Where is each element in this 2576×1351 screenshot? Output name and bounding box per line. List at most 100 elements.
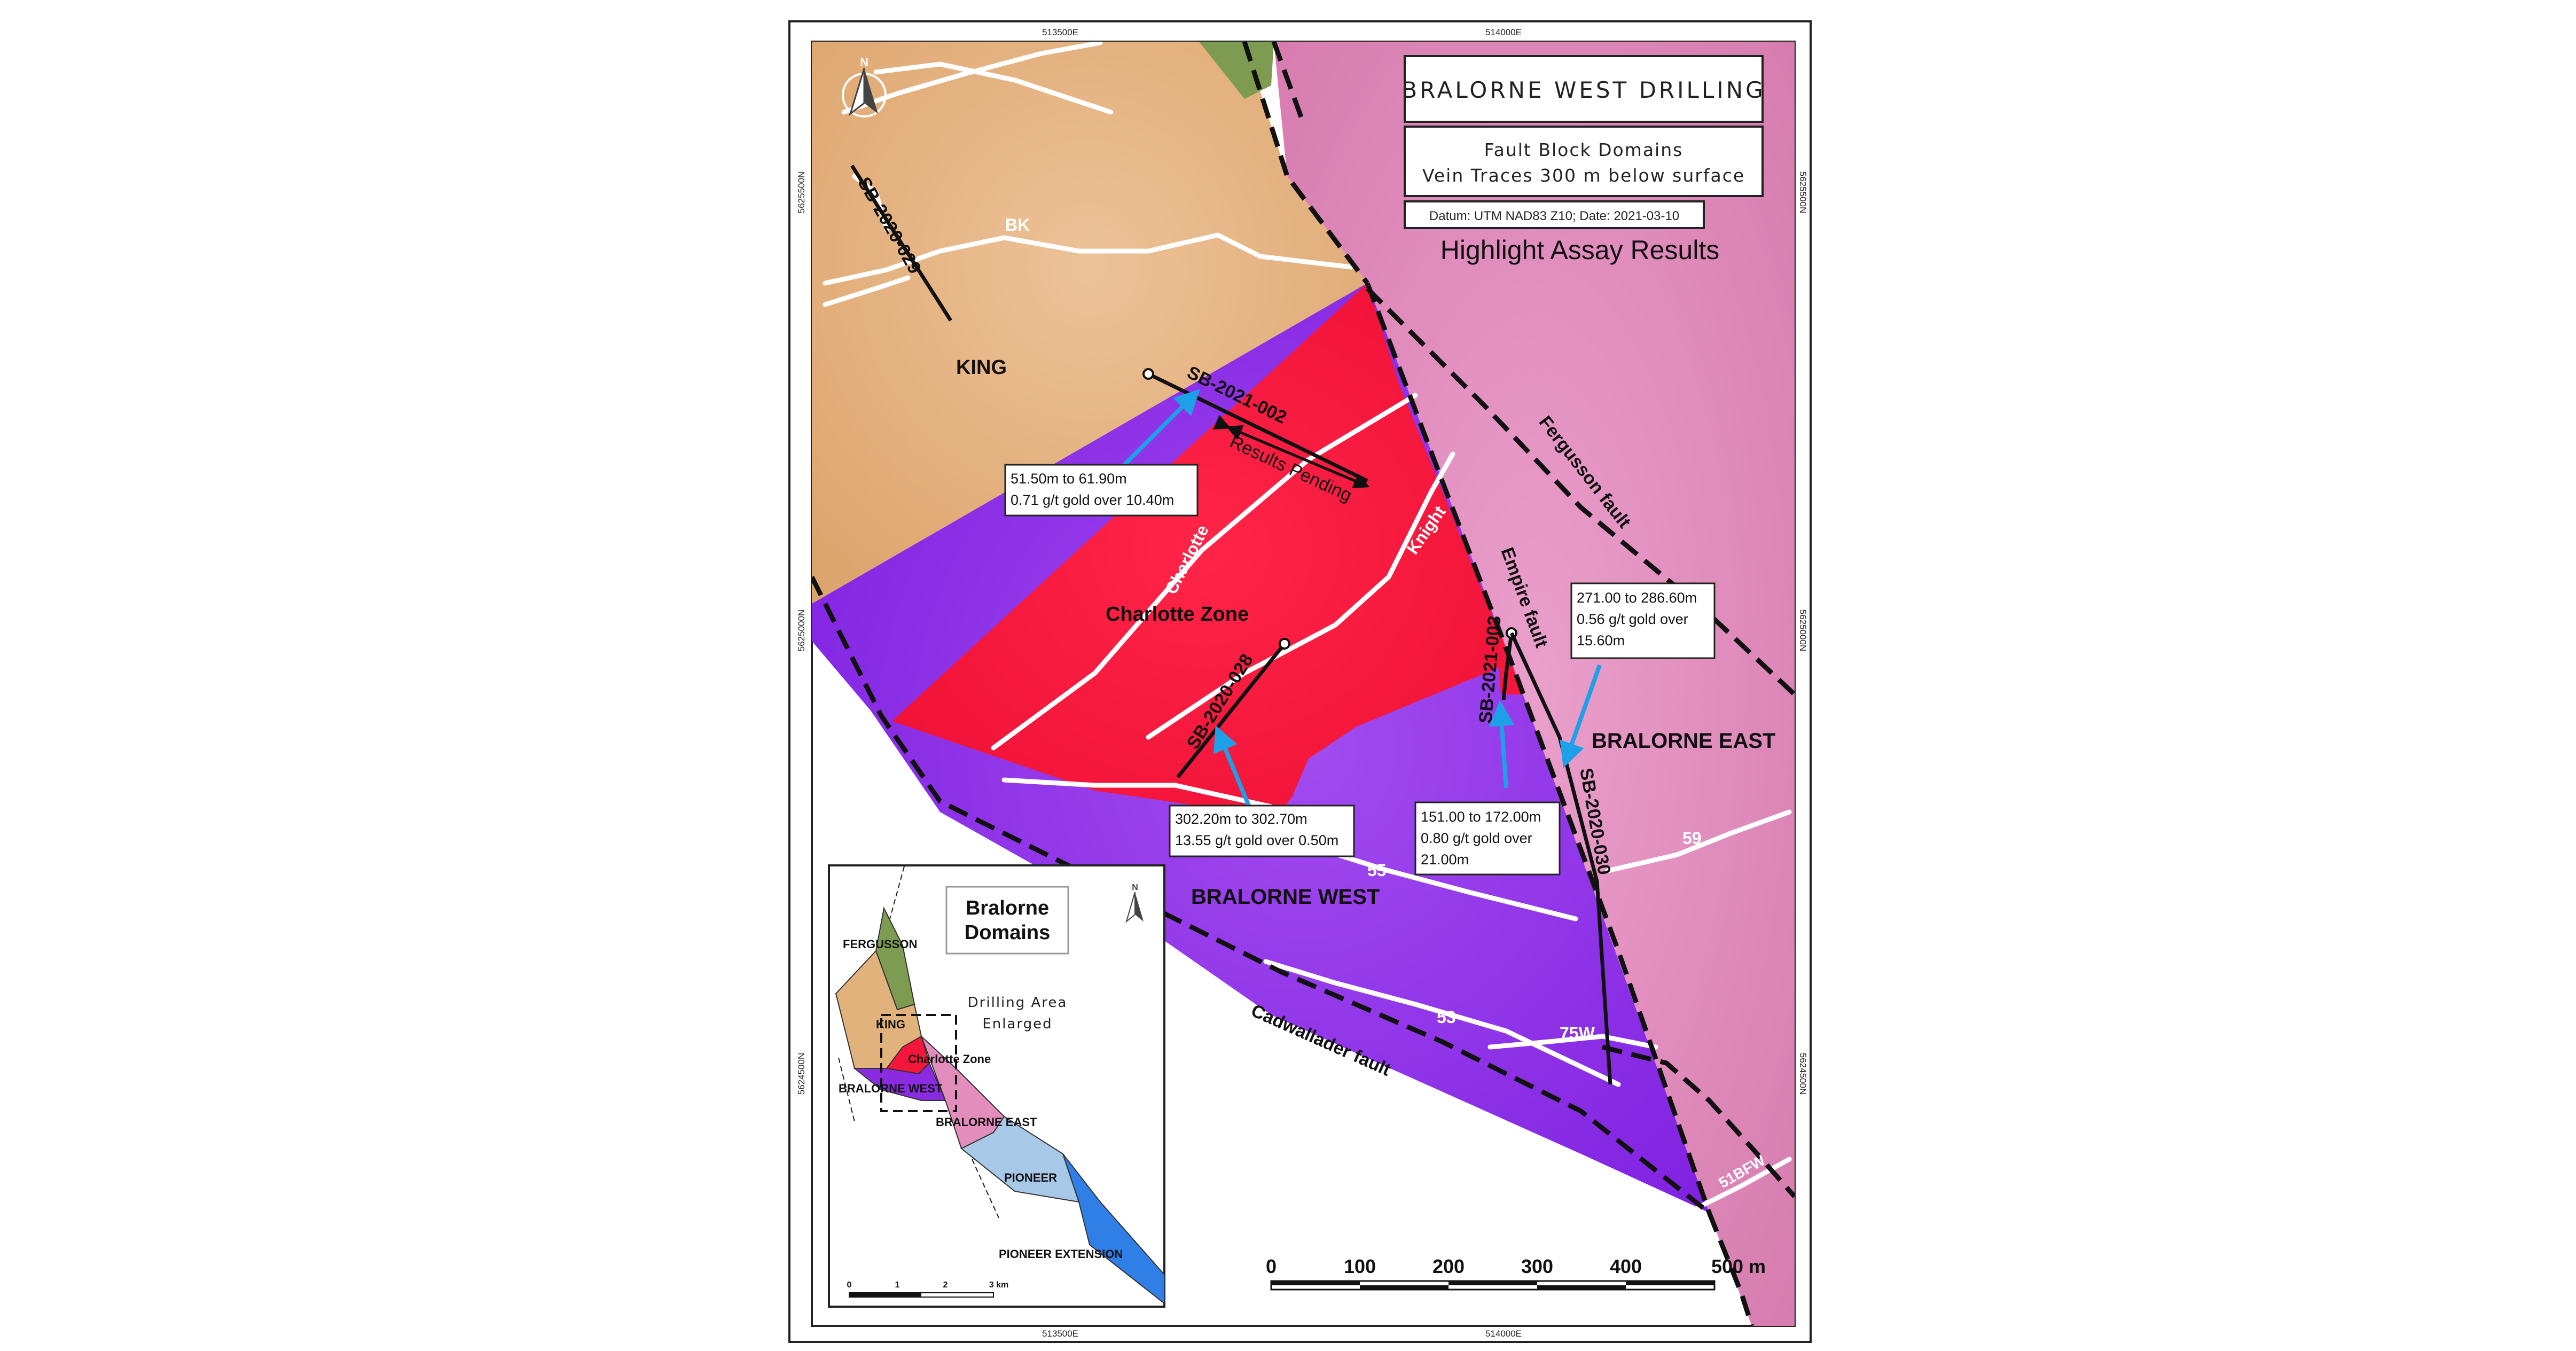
fault-empire — [1365, 282, 1712, 1214]
domain-fergusson-corner — [1199, 42, 1274, 99]
callout-sb-2021-002: 51.50m to 61.90m 0.71 g/t gold over 10.4… — [1004, 464, 1199, 517]
callout-2-line-1: 302.20m to 302.70m — [1175, 811, 1307, 827]
inset-title-2: Domains — [965, 922, 1050, 944]
north-arrow-label: N — [860, 56, 868, 69]
vein-king-low — [823, 275, 911, 307]
inset-bralorne-west — [853, 1062, 946, 1101]
domain-king — [812, 42, 1367, 604]
assay-callouts: 51.50m to 61.90m 0.71 g/t gold over 10.4… — [1004, 464, 1716, 876]
inset-pioneer-extension — [1062, 1153, 1164, 1305]
grid-left-1: 5625500N — [796, 171, 807, 213]
grid-bottom-2: 514000E — [1485, 1329, 1522, 1339]
label-vein-59: 59 — [1682, 829, 1702, 848]
scale-label-0: 0 — [1266, 1255, 1277, 1277]
grid-left-2: 5625000N — [796, 610, 807, 651]
arrow-sb-2020-028 — [1213, 725, 1255, 816]
inset-label-pioneer: PIONEER — [1004, 1171, 1057, 1184]
inset-label-king: KING — [876, 1018, 905, 1031]
grid-left-3: 5624500N — [796, 1053, 807, 1095]
label-bralorne-west: BRALORNE WEST — [1191, 885, 1380, 909]
fault-fergusson — [1242, 42, 1369, 285]
domain-labels: KING Charlotte Zone BRALORNE WEST BRALOR… — [956, 356, 1775, 909]
inset-label-pioneer-extension: PIONEER EXTENSION — [999, 1247, 1123, 1261]
drillhole-sb-2021-003 — [1501, 632, 1514, 700]
label-charlotte-zone: Charlotte Zone — [1106, 603, 1249, 626]
arrow-sb-2021-003 — [1489, 700, 1515, 788]
highlight-heading: Highlight Assay Results — [1440, 235, 1719, 265]
inset-label-bralorne-east: BRALORNE EAST — [936, 1115, 1037, 1129]
arrow-sb-2021-002 — [1123, 389, 1200, 466]
map-subtitle-2: Vein Traces 300 m below surface — [1422, 165, 1745, 186]
vein-53 — [1263, 959, 1621, 1087]
scale-label-200: 200 — [1432, 1255, 1465, 1277]
callout-1-line-2: 0.71 g/t gold over 10.40m — [1011, 492, 1174, 508]
grid-right-1: 5625500N — [1798, 171, 1808, 213]
inset-north-arrow-icon: N — [1125, 883, 1144, 923]
inset-scale-3: 3 km — [989, 1280, 1008, 1290]
inset-label-bralorne-west: BRALORNE WEST — [839, 1082, 943, 1095]
fault-cadwallader — [812, 575, 1711, 1215]
label-vein-53: 53 — [1437, 1008, 1456, 1027]
inset-scale-bar: 0 1 2 3 km — [847, 1280, 1008, 1298]
inset-title-1: Bralorne — [966, 897, 1049, 919]
map-title: BRALORNE WEST DRILLING — [1401, 77, 1765, 103]
inset-label-fergusson: FERGUSSON — [843, 938, 917, 951]
grid-right-3: 5624500N — [1798, 1053, 1808, 1095]
fault-east-low — [1601, 1044, 1795, 1198]
vein-top-lower — [841, 42, 1103, 115]
inset-drilling-area-1: Drilling Area — [968, 995, 1068, 1011]
vein-bk — [823, 232, 1354, 286]
vein-75w — [1487, 1034, 1658, 1050]
drillhole-sb-2020-028 — [1176, 642, 1286, 779]
scale-label-500: 500 m — [1711, 1255, 1766, 1277]
scale-label-400: 400 — [1610, 1255, 1642, 1277]
label-vein-bk: BK — [1005, 215, 1030, 235]
inset-scale-2: 2 — [943, 1280, 948, 1290]
vein-55 — [1301, 841, 1578, 922]
fault-fergusson-north — [1271, 42, 1306, 124]
callout-2-line-2: 13.55 g/t gold over 0.50m — [1175, 832, 1338, 848]
grid-top-2: 514000E — [1485, 27, 1522, 37]
scale-label-300: 300 — [1521, 1255, 1553, 1277]
callout-3-line-3: 21.00m — [1421, 852, 1469, 868]
callout-sb-2020-028: 302.20m to 302.70m 13.55 g/t gold over 0… — [1169, 805, 1355, 857]
faults — [812, 42, 1795, 1326]
vein-bottom-charlotte — [1001, 777, 1274, 809]
callout-3-line-2: 0.80 g/t gold over — [1421, 830, 1532, 846]
callout-1-line-1: 51.50m to 61.90m — [1011, 471, 1127, 487]
inset-map: Bralorne Domains N FERGUSSON KING Charlo… — [828, 864, 1165, 1308]
callout-sb-2020-030: 271.00 to 286.60m 0.56 g/t gold over 15.… — [1570, 582, 1716, 659]
inset-scale-1: 1 — [895, 1280, 900, 1290]
inset-label-charlotte-zone: Charlotte Zone — [908, 1052, 991, 1066]
vein-traces — [823, 42, 1792, 1210]
grid-labels: 513500E 514000E 513500E 514000E 5625500N… — [796, 27, 1808, 1339]
result-arrows — [1123, 389, 1602, 816]
callout-3-line-1: 151.00 to 172.00m — [1421, 809, 1541, 825]
collar-sb-2020-028 — [1279, 638, 1290, 650]
vein-51bfw — [1696, 1157, 1792, 1210]
scale-bar: 0 100 200 300 400 500 m — [1266, 1255, 1766, 1291]
drillhole-sb-2020-030 — [1509, 632, 1612, 1085]
results-pending-arrow-back — [1226, 425, 1368, 488]
title-block: BRALORNE WEST DRILLING Fault Block Domai… — [1401, 55, 1765, 265]
map-datum: Datum: UTM NAD83 Z10; Date: 2021-03-10 — [1429, 209, 1679, 223]
label-vein-75w: 75W — [1560, 1024, 1595, 1043]
inset-drilling-area-box — [880, 1014, 957, 1112]
vein-knight — [1146, 451, 1455, 740]
callout-4-line-3: 15.60m — [1577, 632, 1625, 649]
fault-east-bottom — [1706, 1212, 1755, 1326]
callout-4-line-1: 271.00 to 286.60m — [1577, 590, 1697, 606]
label-bralorne-east: BRALORNE EAST — [1592, 729, 1775, 753]
grid-right-2: 5625000N — [1798, 610, 1808, 651]
scale-label-100: 100 — [1344, 1255, 1376, 1277]
callout-sb-2021-003: 151.00 to 172.00m 0.80 g/t gold over 21.… — [1414, 801, 1561, 876]
label-vein-55: 55 — [1367, 861, 1387, 880]
collar-sb-2021-002 — [1142, 368, 1154, 380]
label-king: KING — [956, 356, 1007, 379]
drillhole-sb-2020-029 — [850, 165, 952, 322]
vein-59 — [1605, 809, 1792, 873]
north-arrow-icon: N — [842, 56, 887, 118]
arrow-sb-2020-030 — [1560, 664, 1602, 768]
